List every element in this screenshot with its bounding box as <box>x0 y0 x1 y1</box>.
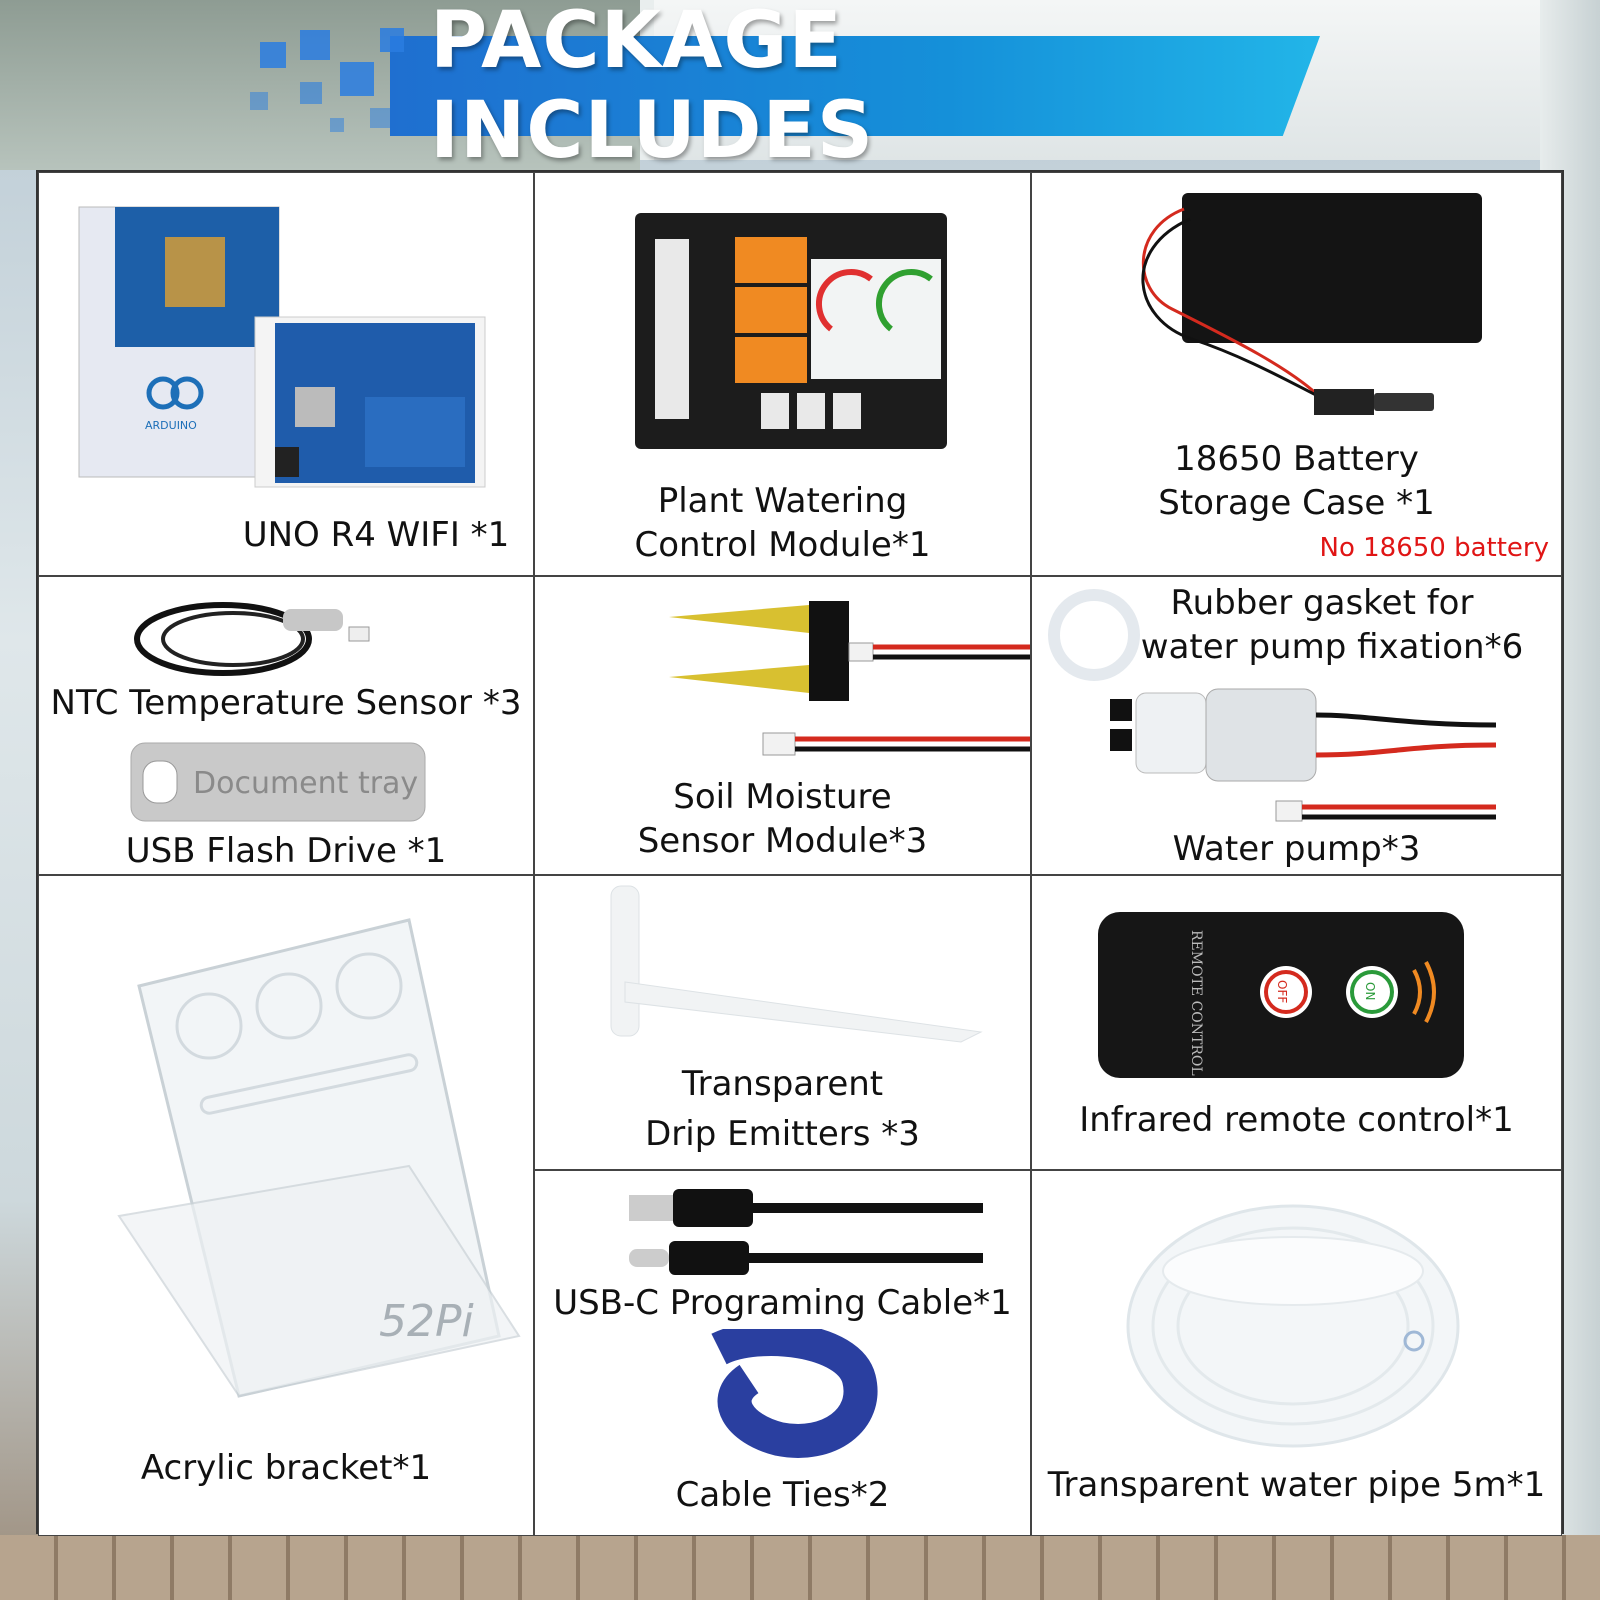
control-module-icon <box>635 213 947 449</box>
gasket-label-line2: water pump fixation*6 <box>1140 627 1524 667</box>
arduino-board-icon: ARDUINO <box>78 206 486 488</box>
background-deck <box>0 1535 1600 1600</box>
water-pump-icon <box>1110 688 1496 822</box>
item-ntc-usb: NTC Temperature Sensor *3 Document tray … <box>38 576 534 875</box>
svg-text:OFF: OFF <box>1275 980 1289 1003</box>
acrylic-bracket-icon: 52Pi <box>117 918 521 1398</box>
gasket-label-line1: Rubber gasket for <box>1170 583 1474 623</box>
item-label-line1: Soil Moisture <box>673 777 892 817</box>
item-label-line1: 18650 Battery <box>1174 439 1419 479</box>
usb-cable-icon <box>629 1189 983 1275</box>
item-cable-ties: USB-C Programing Cable*1 Cable Ties*2 <box>534 1170 1031 1536</box>
cable-ties-label: Cable Ties*2 <box>675 1475 890 1515</box>
item-remote: REMOTE CONTROL OFF ON Infrared remote co… <box>1031 875 1562 1170</box>
banner-decoration <box>240 22 500 150</box>
drip-emitter-icon <box>610 885 983 1043</box>
item-label-line2: Storage Case *1 <box>1158 483 1435 523</box>
water-pipe-icon <box>1126 1204 1460 1448</box>
usb-flash-drive-icon: Document tray <box>130 742 426 822</box>
item-water-pipe: Transparent water pipe 5m*1 <box>1031 1170 1562 1536</box>
page-title: PACKAGE INCLUDES <box>430 0 875 176</box>
item-uno-r4: ARDUINO UNO R4 WIFI *1 <box>38 172 534 576</box>
water-pipe-label: Transparent water pipe 5m*1 <box>1047 1465 1546 1505</box>
item-gasket-pump: Rubber gasket for water pump fixation*6 … <box>1031 576 1562 875</box>
svg-text:REMOTE CONTROL: REMOTE CONTROL <box>1188 930 1204 1076</box>
item-label: UNO R4 WIFI *1 <box>242 515 510 555</box>
remote-label: Infrared remote control*1 <box>1079 1100 1514 1140</box>
soil-sensor-icon <box>669 601 1030 756</box>
ntc-sensor-icon <box>134 602 370 676</box>
item-watering-module: Plant Watering Control Module*1 <box>534 172 1031 576</box>
item-label-line1: Plant Watering <box>657 481 908 521</box>
svg-text:Document tray: Document tray <box>193 766 418 801</box>
contents-grid: ARDUINO UNO R4 WIFI *1 Plant Watering Co… <box>36 170 1564 1536</box>
svg-text:52Pi: 52Pi <box>379 1296 475 1347</box>
item-battery-case: 18650 Battery Storage Case *1 No 18650 b… <box>1031 172 1562 576</box>
item-acrylic-bracket: 52Pi Acrylic bracket*1 <box>38 875 534 1536</box>
pump-label: Water pump*3 <box>1172 829 1421 869</box>
item-label-line2: Control Module*1 <box>634 525 931 565</box>
bracket-label: Acrylic bracket*1 <box>140 1448 432 1488</box>
rubber-gasket-icon <box>1048 589 1140 681</box>
svg-text:ON: ON <box>1363 982 1377 1000</box>
ntc-label: NTC Temperature Sensor *3 <box>50 683 522 723</box>
usb-label: USB Flash Drive *1 <box>125 831 447 871</box>
title-banner: PACKAGE INCLUDES <box>240 0 1360 176</box>
item-drip-emitters: Transparent Drip Emitters *3 <box>534 875 1031 1170</box>
item-label-line1: Transparent <box>681 1064 884 1104</box>
item-label-line2: Sensor Module*3 <box>637 821 928 861</box>
battery-note: No 18650 battery <box>1319 533 1550 563</box>
banner-bar <box>390 36 1320 136</box>
item-label-line2: Drip Emitters *3 <box>645 1114 920 1154</box>
cable-tie-icon <box>711 1329 878 1458</box>
usb-cable-label: USB-C Programing Cable*1 <box>553 1283 1012 1323</box>
remote-control-icon: REMOTE CONTROL OFF ON <box>1098 912 1464 1078</box>
svg-text:ARDUINO: ARDUINO <box>145 419 197 432</box>
battery-case-icon <box>1141 193 1482 415</box>
item-soil-sensor: Soil Moisture Sensor Module*3 <box>534 576 1031 875</box>
